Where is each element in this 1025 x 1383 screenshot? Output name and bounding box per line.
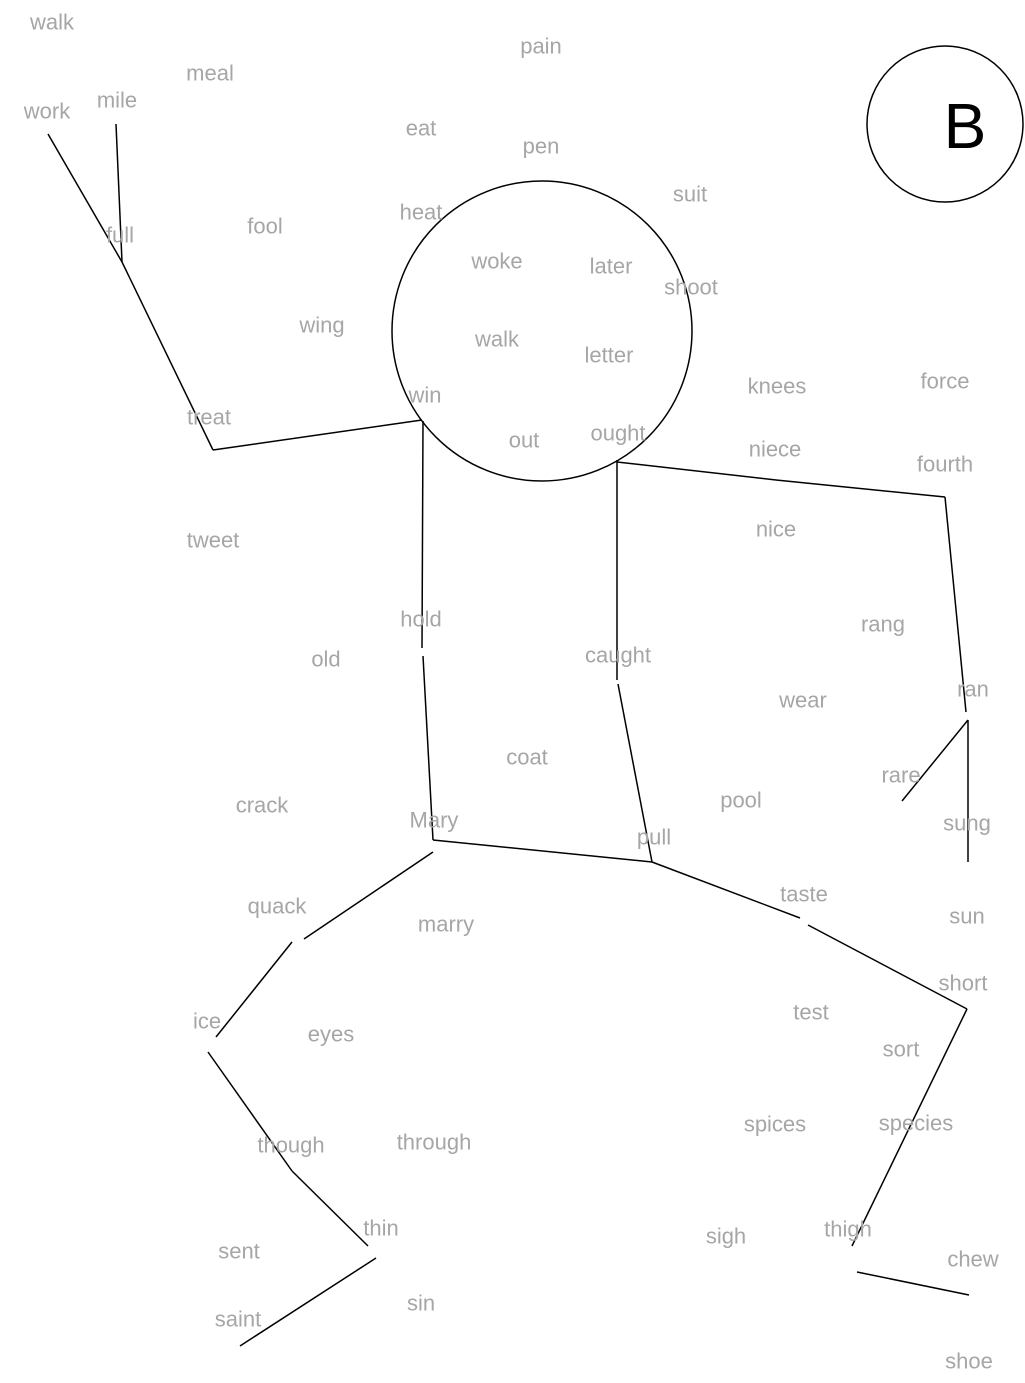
word-label: pen bbox=[523, 134, 560, 159]
word-label: ought bbox=[590, 421, 645, 446]
left-knee-segment bbox=[216, 942, 292, 1037]
word-label: crack bbox=[236, 793, 290, 818]
word-label: saint bbox=[215, 1307, 261, 1332]
word-label: caught bbox=[585, 643, 651, 668]
word-label: later bbox=[590, 254, 633, 279]
hip-line bbox=[433, 840, 652, 862]
word-label: win bbox=[407, 383, 441, 408]
word-label: species bbox=[879, 1111, 954, 1136]
word-label: pain bbox=[520, 34, 562, 59]
word-label: through bbox=[397, 1130, 472, 1155]
word-label: test bbox=[793, 1000, 828, 1025]
word-label: pool bbox=[720, 788, 762, 813]
word-label: ran bbox=[957, 677, 989, 702]
word-label: sin bbox=[407, 1291, 435, 1316]
word-label: shoe bbox=[945, 1349, 993, 1374]
word-label: short bbox=[939, 971, 988, 996]
word-label: shoot bbox=[664, 275, 718, 300]
word-label: hold bbox=[400, 607, 442, 632]
word-label: thin bbox=[363, 1216, 398, 1241]
word-labels: walk meal pain work mile eat pen suit fu… bbox=[23, 10, 999, 1374]
word-label: force bbox=[921, 369, 970, 394]
word-label: heat bbox=[400, 200, 443, 225]
word-label: work bbox=[23, 99, 71, 124]
right-thumb-segment bbox=[902, 720, 968, 801]
word-label: thigh bbox=[824, 1217, 872, 1242]
word-label: suit bbox=[673, 182, 707, 207]
word-label: sent bbox=[218, 1239, 260, 1264]
word-label: wing bbox=[298, 313, 344, 338]
left-shoulder-segment bbox=[213, 420, 422, 450]
word-label: knees bbox=[748, 374, 807, 399]
word-label: out bbox=[509, 428, 540, 453]
figure-head bbox=[392, 181, 692, 481]
word-label: walk bbox=[474, 327, 520, 352]
word-label: marry bbox=[418, 912, 474, 937]
left-foot bbox=[240, 1258, 376, 1346]
right-thigh-lower bbox=[808, 925, 967, 1009]
word-label: tweet bbox=[187, 528, 240, 553]
word-label: ice bbox=[193, 1009, 221, 1034]
word-label: quack bbox=[248, 894, 308, 919]
word-label: mile bbox=[97, 88, 137, 113]
word-label: woke bbox=[470, 249, 522, 274]
word-label: niece bbox=[749, 437, 802, 462]
word-label: treat bbox=[187, 405, 231, 430]
word-label: sun bbox=[949, 904, 984, 929]
word-label: rang bbox=[861, 612, 905, 637]
word-label: rare bbox=[881, 763, 920, 788]
word-label: walk bbox=[29, 10, 75, 35]
left-thigh bbox=[304, 852, 433, 939]
word-label: taste bbox=[780, 882, 828, 907]
word-label: pull bbox=[637, 825, 671, 850]
word-label: sigh bbox=[706, 1224, 746, 1249]
word-label: fool bbox=[247, 214, 282, 239]
word-label: though bbox=[257, 1133, 324, 1158]
left-shin-lower bbox=[292, 1171, 368, 1246]
word-label: Mary bbox=[410, 808, 459, 833]
right-shoulder-segment-2 bbox=[776, 480, 945, 497]
right-foot bbox=[857, 1272, 969, 1295]
word-label: full bbox=[106, 223, 134, 248]
label-letter: B bbox=[944, 90, 987, 162]
word-label: sung bbox=[943, 811, 991, 836]
word-label: old bbox=[311, 647, 340, 672]
right-thigh-upper bbox=[652, 862, 800, 918]
word-label: fourth bbox=[917, 452, 973, 477]
word-label: letter bbox=[585, 343, 634, 368]
diagram-label: B bbox=[867, 46, 1023, 202]
word-label: sort bbox=[883, 1037, 920, 1062]
word-label: eat bbox=[406, 116, 437, 141]
word-label: eyes bbox=[308, 1022, 354, 1047]
right-shoulder-segment-1 bbox=[617, 462, 776, 480]
word-label: chew bbox=[947, 1247, 998, 1272]
word-label: meal bbox=[186, 61, 234, 86]
word-label: wear bbox=[778, 688, 827, 713]
stick-figure bbox=[48, 124, 969, 1346]
word-label: spices bbox=[744, 1112, 806, 1137]
word-label: nice bbox=[756, 517, 796, 542]
word-label: coat bbox=[506, 745, 548, 770]
